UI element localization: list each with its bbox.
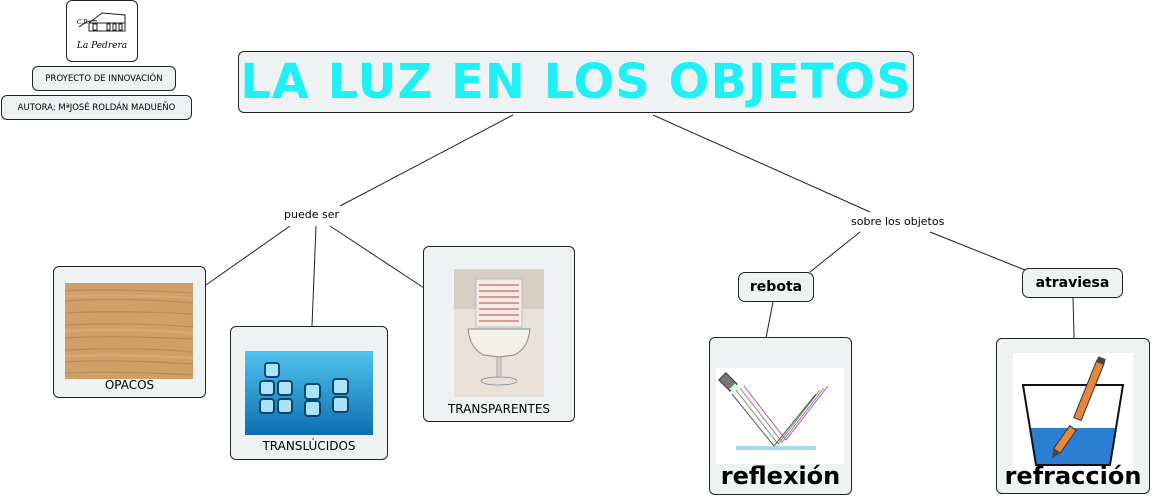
glass-image [454, 269, 544, 397]
link-label-puede-ser: puede ser [284, 208, 339, 221]
node-translucidos-label: TRANSLÚCIDOS [262, 439, 356, 453]
ice-cubes-image [245, 351, 373, 435]
wood-image [65, 283, 193, 379]
project-label: PROYECTO DE INNOVACIÓN [32, 66, 176, 91]
logo-initials: C.P. [77, 19, 89, 26]
node-refraccion-label: refracción [1004, 462, 1142, 490]
node-opacos: OPACOS [53, 266, 206, 398]
node-atraviesa: atraviesa [1022, 268, 1123, 298]
school-logo: C.P. La Pedrera [66, 0, 138, 62]
page-title: LA LUZ EN LOS OBJETOS [238, 51, 914, 113]
node-translucidos: TRANSLÚCIDOS [230, 326, 388, 460]
node-refraccion: refracción [996, 338, 1150, 494]
logo-school-name: La Pedrera [76, 41, 128, 51]
node-reflexion: reflexión [709, 337, 852, 495]
link-label-sobre-los-objetos: sobre los objetos [851, 215, 945, 228]
reflection-diagram-image [716, 368, 844, 464]
node-reflexion-label: reflexión [720, 462, 841, 490]
school-building-icon [78, 12, 126, 32]
node-transparentes: TRANSPARENTES [423, 246, 575, 422]
node-transparentes-label: TRANSPARENTES [447, 402, 551, 416]
refraction-diagram-image [1013, 353, 1133, 481]
author-label: AUTORA: MªJOSÉ ROLDÁN MADUEÑO [1, 95, 192, 120]
node-rebota: rebota [738, 272, 814, 302]
node-opacos-label: OPACOS [104, 378, 155, 392]
